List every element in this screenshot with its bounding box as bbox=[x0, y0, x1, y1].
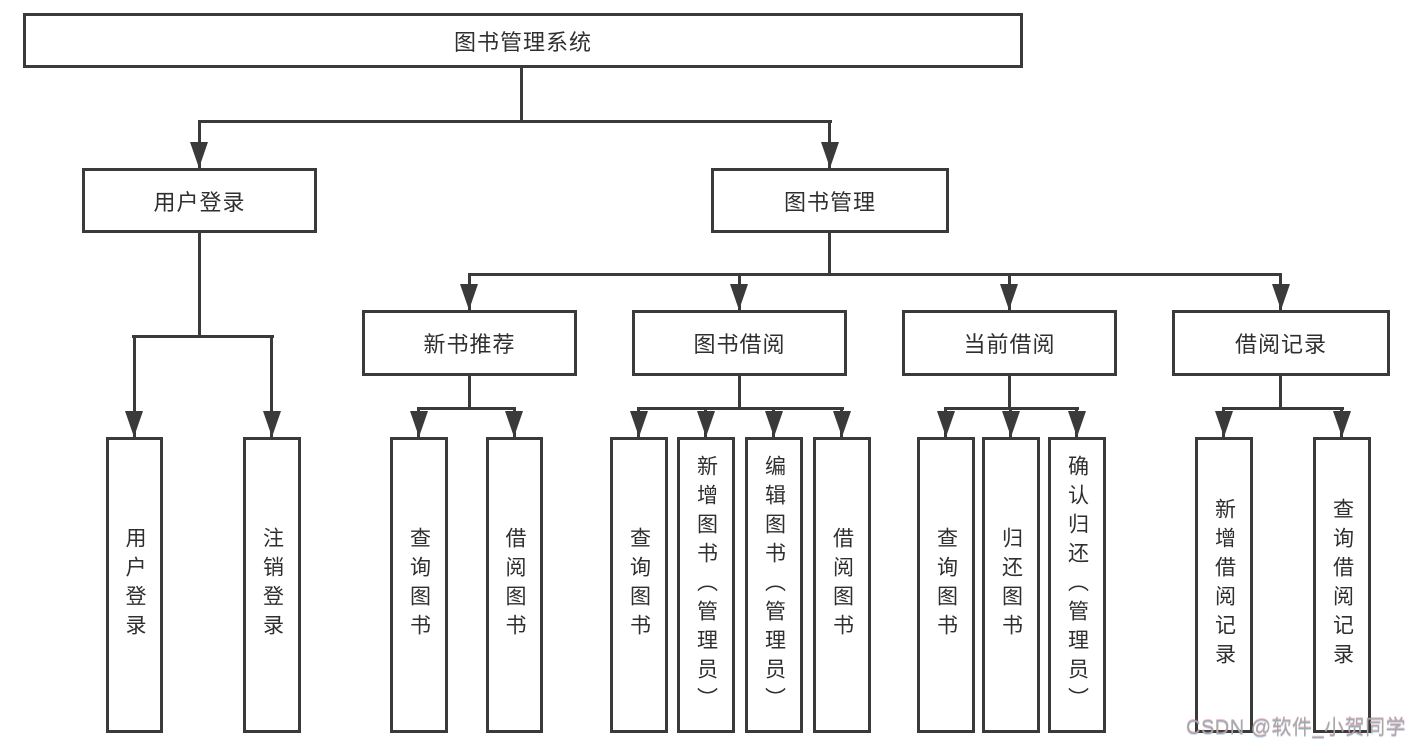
leaf-label: 查询借阅记录 bbox=[1330, 498, 1354, 672]
connector-line bbox=[1279, 376, 1282, 407]
watermark: CSDN @软件_小贺同学 bbox=[1186, 717, 1405, 739]
node-new-book-recommend: 新书推荐 bbox=[362, 310, 577, 376]
node-leaf-query-borrow-record: 查询借阅记录 bbox=[1313, 437, 1371, 733]
connector-arrowhead bbox=[190, 142, 208, 168]
leaf-label: 新增图书（管理员） bbox=[694, 454, 718, 716]
connector-line bbox=[270, 338, 273, 437]
leaf-label: 查询图书 bbox=[407, 527, 431, 643]
connector-arrowhead bbox=[125, 411, 143, 437]
connector-arrowhead bbox=[1068, 411, 1086, 437]
leaf-label: 借阅图书 bbox=[503, 527, 526, 643]
connector-arrowhead bbox=[833, 411, 851, 437]
connector-arrowhead bbox=[697, 411, 715, 437]
connector-line bbox=[468, 273, 1282, 276]
node-user-login: 用户登录 bbox=[82, 168, 317, 233]
node-leaf-query-books-1: 查询图书 bbox=[390, 437, 448, 733]
leaf-label: 查询图书 bbox=[627, 527, 651, 643]
connector-arrowhead bbox=[1333, 411, 1351, 437]
connector-line bbox=[417, 407, 516, 410]
connector-arrowhead bbox=[937, 411, 955, 437]
leaf-label: 确认归还（管理员） bbox=[1065, 454, 1089, 716]
node-leaf-user-login: 用户登录 bbox=[106, 437, 163, 733]
connector-arrowhead bbox=[1002, 411, 1020, 437]
connector-arrowhead bbox=[263, 411, 281, 437]
connector-arrowhead bbox=[821, 142, 839, 168]
connector-line bbox=[944, 407, 1079, 410]
connector-arrowhead bbox=[765, 411, 783, 437]
connector-line bbox=[132, 335, 274, 338]
node-leaf-add-book-admin: 新增图书（管理员） bbox=[677, 437, 735, 733]
connector-arrowhead bbox=[505, 411, 523, 437]
leaf-label: 查询图书 bbox=[934, 527, 958, 643]
leaf-label: 用户登录 bbox=[123, 527, 146, 643]
connector-arrowhead bbox=[410, 411, 428, 437]
node-leaf-query-books-3: 查询图书 bbox=[917, 437, 975, 733]
node-root: 图书管理系统 bbox=[23, 13, 1023, 68]
node-book-management: 图书管理 bbox=[711, 168, 949, 233]
connector-line bbox=[738, 376, 741, 407]
leaf-label: 注销登录 bbox=[260, 527, 284, 643]
node-book-borrowing: 图书借阅 bbox=[632, 310, 847, 376]
node-leaf-edit-book-admin: 编辑图书（管理员） bbox=[745, 437, 803, 733]
node-leaf-borrow-books-2: 借阅图书 bbox=[813, 437, 871, 733]
node-leaf-query-books-2: 查询图书 bbox=[610, 437, 668, 733]
connector-line bbox=[828, 233, 831, 273]
node-leaf-borrow-books-1: 借阅图书 bbox=[486, 437, 543, 733]
node-borrowing-records: 借阅记录 bbox=[1172, 310, 1390, 376]
node-leaf-add-borrow-record: 新增借阅记录 bbox=[1195, 437, 1253, 733]
leaf-label: 归还图书 bbox=[999, 527, 1023, 643]
node-leaf-return-book: 归还图书 bbox=[982, 437, 1040, 733]
leaf-label: 新增借阅记录 bbox=[1212, 498, 1236, 672]
connector-arrowhead bbox=[630, 411, 648, 437]
connector-line bbox=[637, 407, 844, 410]
connector-line bbox=[198, 120, 832, 123]
node-leaf-confirm-return-admin: 确认归还（管理员） bbox=[1048, 437, 1106, 733]
node-leaf-logout: 注销登录 bbox=[243, 437, 301, 733]
leaf-label: 编辑图书（管理员） bbox=[762, 454, 786, 716]
connector-line bbox=[133, 338, 136, 437]
connector-line bbox=[468, 376, 471, 407]
connector-arrowhead bbox=[730, 284, 748, 310]
connector-arrowhead bbox=[1272, 284, 1290, 310]
connector-arrowhead bbox=[1215, 411, 1233, 437]
connector-arrowhead bbox=[1000, 284, 1018, 310]
node-current-borrowing: 当前借阅 bbox=[902, 310, 1117, 376]
connector-line bbox=[198, 233, 201, 335]
leaf-label: 借阅图书 bbox=[830, 527, 854, 643]
connector-line bbox=[1222, 407, 1344, 410]
connector-line bbox=[520, 68, 523, 120]
connector-line bbox=[1008, 376, 1011, 407]
connector-arrowhead bbox=[460, 284, 478, 310]
